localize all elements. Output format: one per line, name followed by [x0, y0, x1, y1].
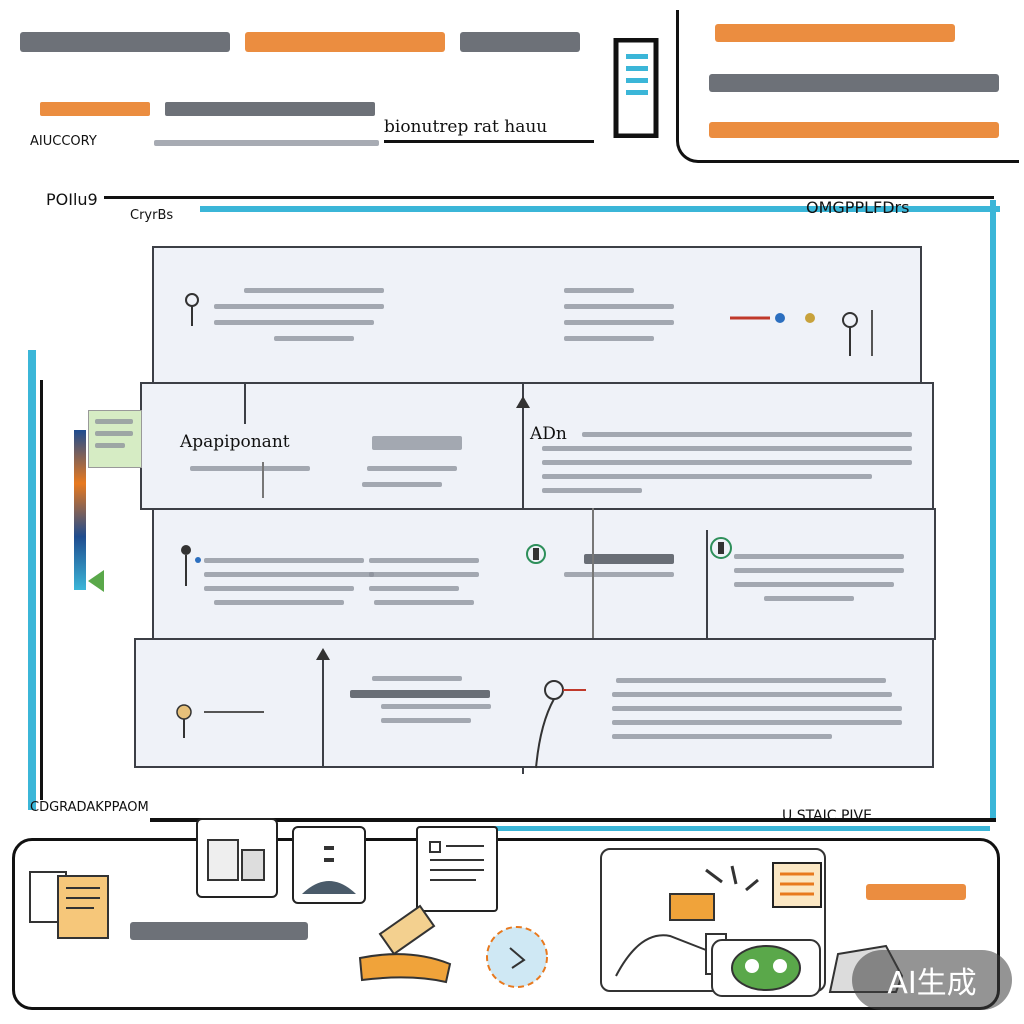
plant-icon	[292, 826, 366, 904]
header-label-row-glyphs	[154, 136, 379, 150]
globe-icon	[482, 922, 552, 992]
frame-bottom-rule	[150, 818, 996, 822]
node-circle-icon-2	[706, 534, 736, 574]
frame-top-rule	[104, 196, 994, 199]
spreadsheet-icon	[772, 862, 822, 908]
frame-label-top-right: OMGPPLFDrs	[806, 198, 910, 217]
panel-2-label-right: ADn	[530, 424, 567, 444]
frame-top-accent	[200, 206, 1000, 212]
arrow-up-icon-2	[316, 648, 330, 664]
frame-bottom-accent	[420, 826, 990, 831]
link-chain-icon	[730, 300, 880, 360]
lab-monitor-icon	[196, 818, 278, 898]
frame-left-rule	[40, 380, 43, 800]
node-circle-icon	[524, 540, 554, 580]
diagram-panel-3	[152, 508, 936, 640]
spark-icon	[702, 862, 762, 902]
folder-hand-icon	[350, 900, 470, 990]
frame-label-top-left: POIlu9	[46, 190, 98, 209]
node-pin-icon	[176, 538, 206, 588]
top-right-card	[676, 10, 1019, 163]
panel-2-label-left: Apapiponant	[180, 432, 290, 452]
header-label-mid: bionutrep rat hauu	[384, 117, 548, 137]
robot-device-icon	[706, 930, 826, 1000]
arrow-up-icon	[516, 396, 530, 416]
connector-up-arrow	[244, 384, 246, 424]
side-color-strip	[74, 430, 86, 590]
curved-link-icon	[530, 674, 590, 770]
bottom-caption-glyphs	[130, 918, 308, 944]
panel-2-connector	[262, 462, 264, 498]
right-caption-glyphs	[866, 880, 966, 904]
flow-arrow-icon	[174, 700, 294, 740]
side-arrow-icon	[86, 566, 116, 596]
diagram-panel-2: Apapiponant ADn	[140, 382, 934, 510]
frame-label-bottom-left: CDGRADAKPPAOM	[30, 800, 149, 815]
document-stack-icon	[28, 866, 118, 946]
header-rule	[384, 140, 594, 143]
connector-node-icon	[180, 288, 210, 328]
report-document-icon	[416, 826, 498, 912]
header-label-left: AIUCCORY	[30, 134, 97, 149]
panel-3-connector	[592, 508, 594, 654]
panel-3-divider	[706, 530, 708, 640]
header-subtitle-glyphs	[40, 98, 380, 120]
frame-left-accent	[28, 350, 36, 810]
header-title-glyphs	[20, 26, 580, 58]
side-sticky-note	[88, 410, 142, 468]
ai-generated-watermark: AI生成	[852, 950, 1012, 1010]
panel-4-connector	[322, 652, 324, 768]
server-icon	[612, 37, 660, 139]
diagram-panel-4	[134, 638, 934, 768]
diagram-panel-1	[152, 246, 922, 384]
frame-right-rule	[990, 200, 996, 820]
frame-label-top-left-sub: CryrBs	[130, 208, 174, 223]
frame-label-bottom-right: U.STAIC PIVE	[782, 808, 872, 824]
